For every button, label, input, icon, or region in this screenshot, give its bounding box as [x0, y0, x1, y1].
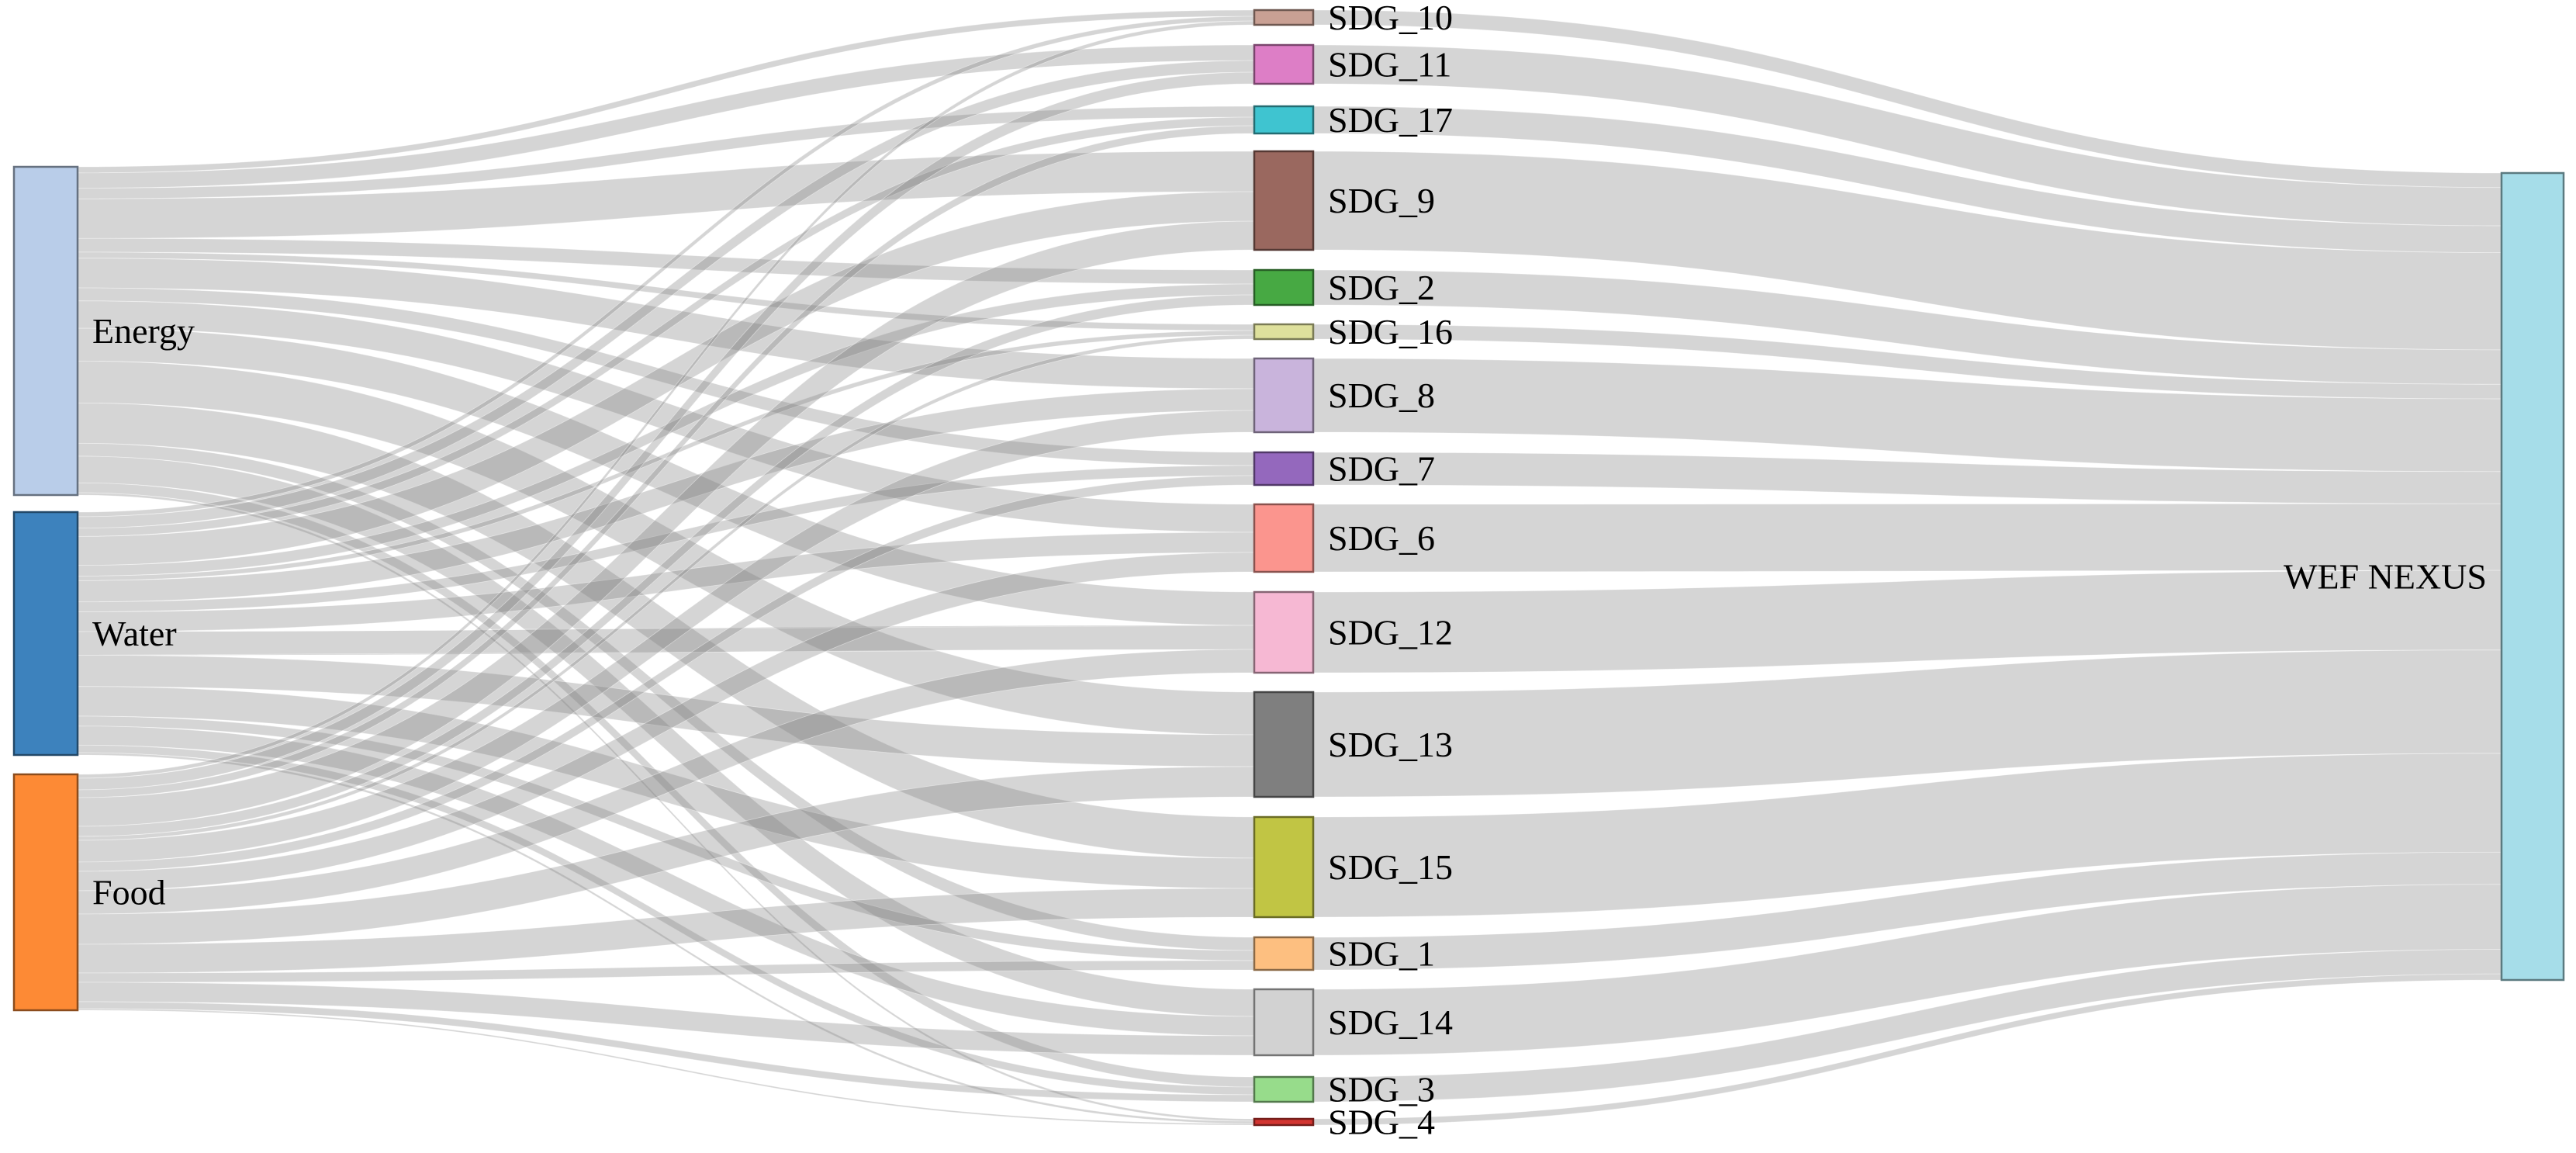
node-Food	[12, 773, 79, 1012]
node-label-Water: Water	[92, 614, 177, 653]
node-SDG_2	[1253, 268, 1315, 306]
node-label-SDG_3: SDG_3	[1328, 1070, 1435, 1110]
node-SDG_15	[1253, 815, 1315, 919]
node-WEF-NEXUS	[2500, 171, 2565, 982]
node-label-SDG_2: SDG_2	[1328, 268, 1435, 307]
node-label-SDG_13: SDG_13	[1328, 725, 1453, 764]
node-SDG_17	[1253, 105, 1315, 135]
node-SDG_6	[1253, 503, 1315, 573]
node-label-SDG_1: SDG_1	[1328, 934, 1435, 974]
links-layer	[77, 9, 2502, 1126]
nodes-layer	[12, 9, 2565, 1127]
node-label-SDG_11: SDG_11	[1328, 45, 1451, 85]
node-SDG_9	[1253, 150, 1315, 251]
node-label-Food: Food	[92, 873, 166, 912]
node-label-Energy: Energy	[92, 311, 195, 351]
node-label-SDG_10: SDG_10	[1328, 0, 1453, 37]
node-SDG_8	[1253, 357, 1315, 434]
node-SDG_1	[1253, 936, 1315, 971]
node-label-SDG_9: SDG_9	[1328, 181, 1435, 220]
node-label-WEF-NEXUS: WEF NEXUS	[2284, 557, 2487, 597]
node-SDG_12	[1253, 590, 1315, 674]
node-SDG_3	[1253, 1075, 1315, 1103]
node-Water	[12, 511, 79, 757]
node-label-SDG_16: SDG_16	[1328, 312, 1453, 351]
node-label-SDG_7: SDG_7	[1328, 449, 1435, 489]
node-label-SDG_8: SDG_8	[1328, 376, 1435, 415]
node-SDG_16	[1253, 323, 1315, 341]
node-SDG_4	[1253, 1117, 1315, 1127]
node-label-SDG_12: SDG_12	[1328, 613, 1453, 653]
node-label-SDG_6: SDG_6	[1328, 518, 1435, 558]
node-SDG_10	[1253, 9, 1315, 26]
node-Energy	[12, 165, 79, 497]
node-label-SDG_4: SDG_4	[1328, 1103, 1435, 1142]
node-label-SDG_15: SDG_15	[1328, 847, 1453, 887]
node-label-SDG_17: SDG_17	[1328, 100, 1453, 140]
node-label-SDG_14: SDG_14	[1328, 1002, 1453, 1042]
node-SDG_14	[1253, 988, 1315, 1057]
node-SDG_13	[1253, 691, 1315, 798]
node-SDG_11	[1253, 43, 1315, 85]
node-SDG_7	[1253, 451, 1315, 486]
